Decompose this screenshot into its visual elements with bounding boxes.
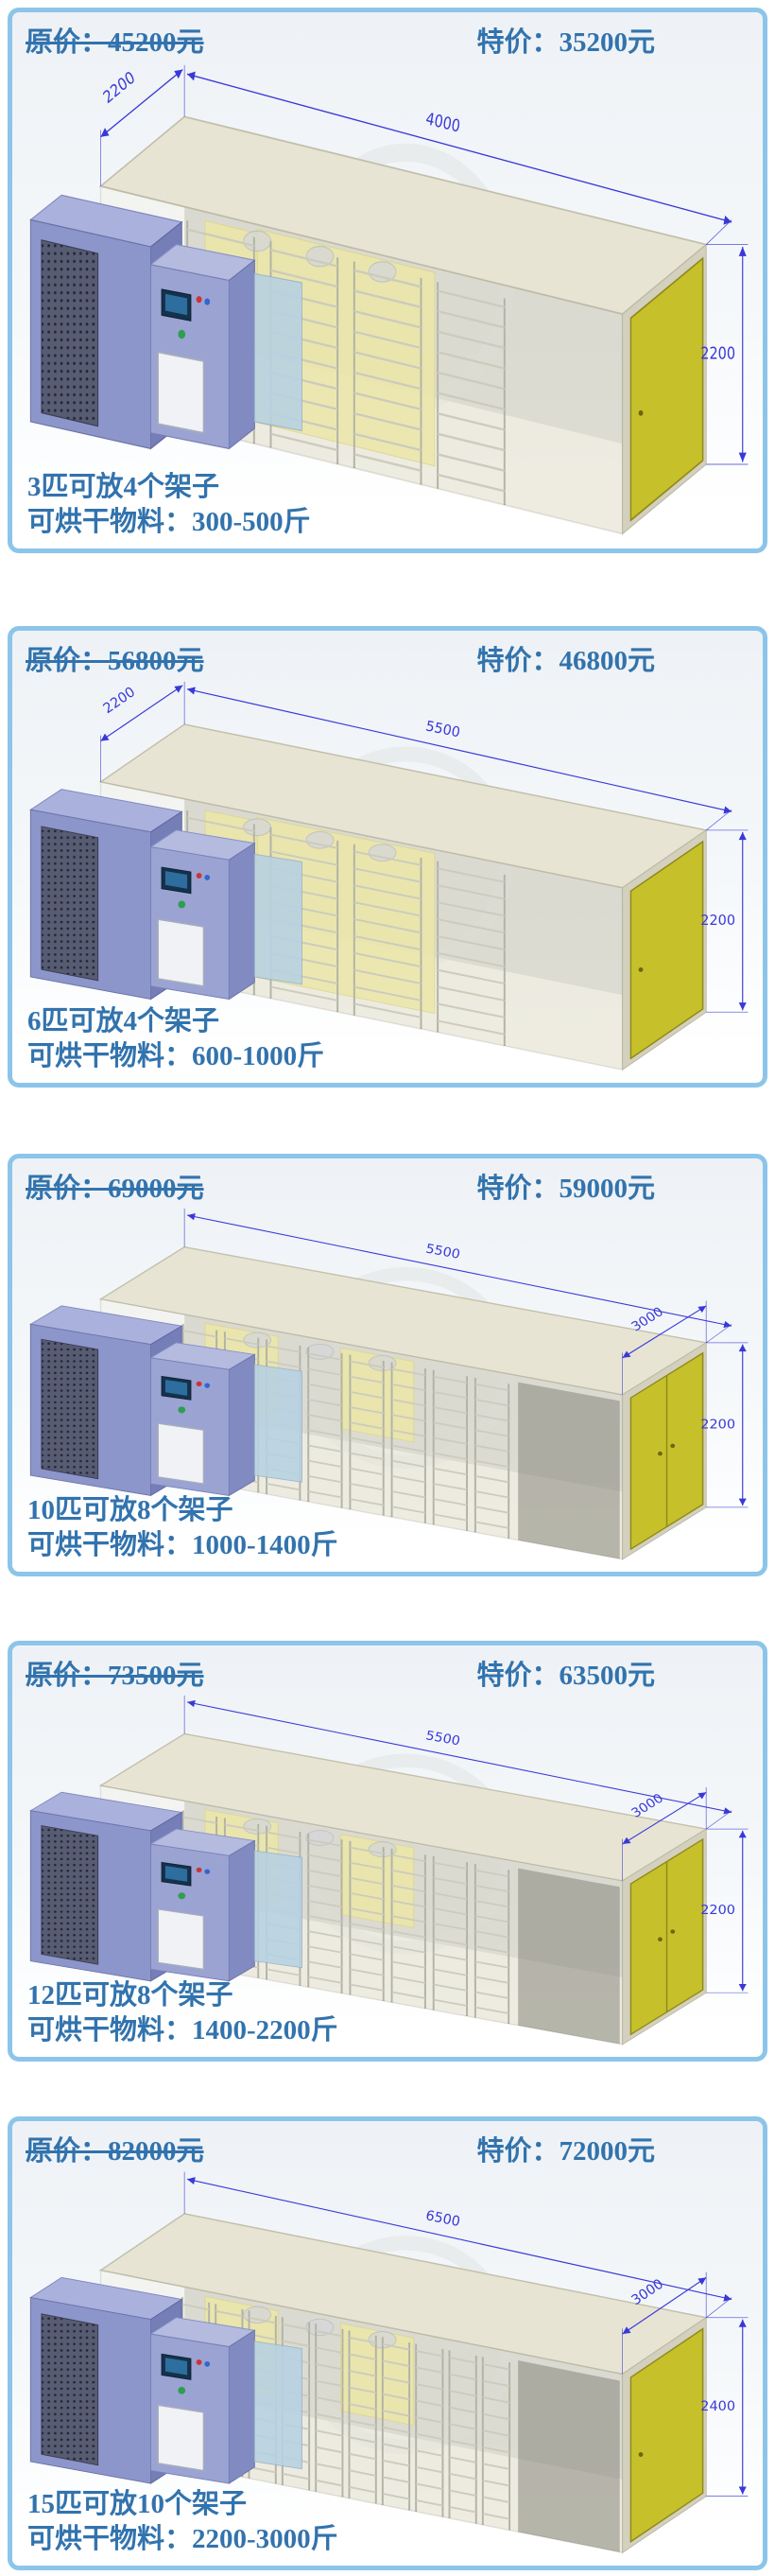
brand-logo-icon bbox=[178, 2386, 186, 2394]
material-text: 可烘干物料：1000-1400斤 bbox=[27, 1530, 338, 1561]
capacity-text: 15匹可放10个架子 bbox=[27, 2488, 248, 2519]
dryer-3d-render: 4000 2200 2200 bbox=[29, 64, 749, 535]
dim-height-label: 2200 bbox=[700, 1418, 735, 1432]
original-price: 原价：82000元 bbox=[26, 2136, 204, 2167]
product-panel-1: 原价：45200元 特价：35200元 4000 2200 2200 3匹可放4个架… bbox=[8, 8, 767, 553]
dryer-illustration: 4000 2200 2200 bbox=[14, 54, 761, 543]
capacity-text: 6匹可放4个架子 bbox=[27, 1005, 220, 1036]
price-header: 原价：82000元 特价：72000元 bbox=[12, 2121, 763, 2168]
product-panel-2: 原价：56800元 特价：46800元 5500 2200 2200 6匹可放4个架… bbox=[8, 626, 767, 1088]
capacity-caption: 12匹可放8个架子 可烘干物料：1400-2200斤 bbox=[27, 1978, 338, 2049]
access-door-icon bbox=[157, 1908, 205, 1971]
price-header: 原价：69000元 特价：59000元 bbox=[12, 1158, 763, 1206]
access-door-icon bbox=[157, 1422, 205, 1485]
price-header: 原价：73500元 特价：63500元 bbox=[12, 1645, 763, 1693]
dim-height-label: 2400 bbox=[700, 2399, 735, 2414]
capacity-caption: 15匹可放10个架子 可烘干物料：2200-3000斤 bbox=[27, 2487, 338, 2558]
price-header: 原价：56800元 特价：46800元 bbox=[12, 631, 763, 678]
dim-length-label: 6500 bbox=[424, 2208, 461, 2230]
power-button-icon bbox=[196, 1381, 202, 1387]
product-panel-5: 原价：82000元 特价：72000元 6500 3000 2400 15匹可放10… bbox=[8, 2116, 767, 2570]
brand-logo-icon bbox=[178, 900, 186, 909]
material-text: 可烘干物料：300-500斤 bbox=[27, 507, 311, 538]
mode-button-icon bbox=[204, 2361, 211, 2367]
special-price: 特价：46800元 bbox=[476, 646, 655, 676]
dim-depth-label: 2200 bbox=[100, 67, 138, 108]
brand-logo-icon bbox=[178, 1892, 186, 1900]
dryer-3d-render: 5500 2200 2200 bbox=[29, 681, 749, 1071]
door-handle-icon bbox=[638, 2452, 644, 2457]
air-grille-icon bbox=[41, 1338, 99, 1480]
mode-button-icon bbox=[204, 298, 211, 305]
capacity-text: 3匹可放4个架子 bbox=[27, 471, 220, 502]
dim-length-label: 5500 bbox=[424, 718, 461, 740]
access-door-icon bbox=[157, 351, 205, 434]
dryer-illustration: 5500 2200 2200 bbox=[14, 672, 761, 1077]
material-text: 可烘干物料：600-1000斤 bbox=[27, 1041, 325, 1072]
capacity-caption: 3匹可放4个架子 可烘干物料：300-500斤 bbox=[27, 470, 311, 541]
dim-depth-label: 2200 bbox=[100, 684, 138, 717]
dim-length-label: 5500 bbox=[424, 1729, 461, 1749]
dim-length-label: 5500 bbox=[424, 1242, 461, 1262]
door-handle-icon bbox=[670, 1443, 676, 1449]
mode-button-icon bbox=[204, 1869, 211, 1874]
special-price: 特价：63500元 bbox=[476, 1661, 655, 1691]
original-price: 原价：45200元 bbox=[26, 27, 204, 58]
air-grille-icon bbox=[41, 826, 99, 982]
mode-button-icon bbox=[204, 1383, 211, 1388]
dim-height-label: 2200 bbox=[700, 913, 735, 929]
special-price: 特价：59000元 bbox=[476, 1174, 655, 1204]
dryer-illustration: 6500 3000 2400 bbox=[14, 2163, 761, 2560]
brand-logo-icon bbox=[178, 329, 186, 339]
capacity-text: 10匹可放8个架子 bbox=[27, 1494, 233, 1525]
door-handle-icon bbox=[670, 1929, 676, 1934]
air-grille-icon bbox=[41, 239, 99, 427]
dim-height-label: 2200 bbox=[700, 1904, 735, 1918]
original-price: 原价：73500元 bbox=[26, 1661, 204, 1691]
door-handle-icon bbox=[658, 1937, 663, 1941]
access-door-icon bbox=[157, 2404, 205, 2472]
capacity-caption: 10匹可放8个架子 可烘干物料：1000-1400斤 bbox=[27, 1493, 338, 1564]
dryer-3d-render: 6500 3000 2400 bbox=[29, 2171, 749, 2554]
brand-logo-icon bbox=[178, 1406, 186, 1414]
original-price: 原价：69000元 bbox=[26, 1174, 204, 1204]
special-price: 特价：35200元 bbox=[476, 27, 655, 58]
capacity-text: 12匹可放8个架子 bbox=[27, 1979, 233, 2010]
access-door-icon bbox=[157, 918, 205, 987]
dim-depth-label: 3000 bbox=[629, 2276, 666, 2308]
air-grille-icon bbox=[41, 1825, 99, 1965]
dim-length-label: 4000 bbox=[424, 109, 461, 136]
door-handle-icon bbox=[638, 966, 644, 972]
capacity-caption: 6匹可放4个架子 可烘干物料：600-1000斤 bbox=[27, 1004, 324, 1075]
air-grille-icon bbox=[41, 2313, 99, 2466]
mode-button-icon bbox=[204, 875, 211, 880]
original-price: 原价：56800元 bbox=[26, 646, 204, 676]
material-text: 可烘干物料：2200-3000斤 bbox=[27, 2524, 338, 2555]
door-handle-icon bbox=[638, 409, 644, 416]
material-text: 可烘干物料：1400-2200斤 bbox=[27, 2015, 338, 2046]
price-header: 原价：45200元 特价：35200元 bbox=[12, 12, 763, 60]
door-handle-icon bbox=[658, 1451, 663, 1456]
power-button-icon bbox=[196, 1867, 202, 1873]
special-price: 特价：72000元 bbox=[476, 2136, 655, 2167]
power-button-icon bbox=[196, 873, 202, 879]
power-button-icon bbox=[196, 2359, 202, 2365]
power-button-icon bbox=[196, 296, 202, 304]
dim-height-label: 2200 bbox=[700, 343, 735, 363]
